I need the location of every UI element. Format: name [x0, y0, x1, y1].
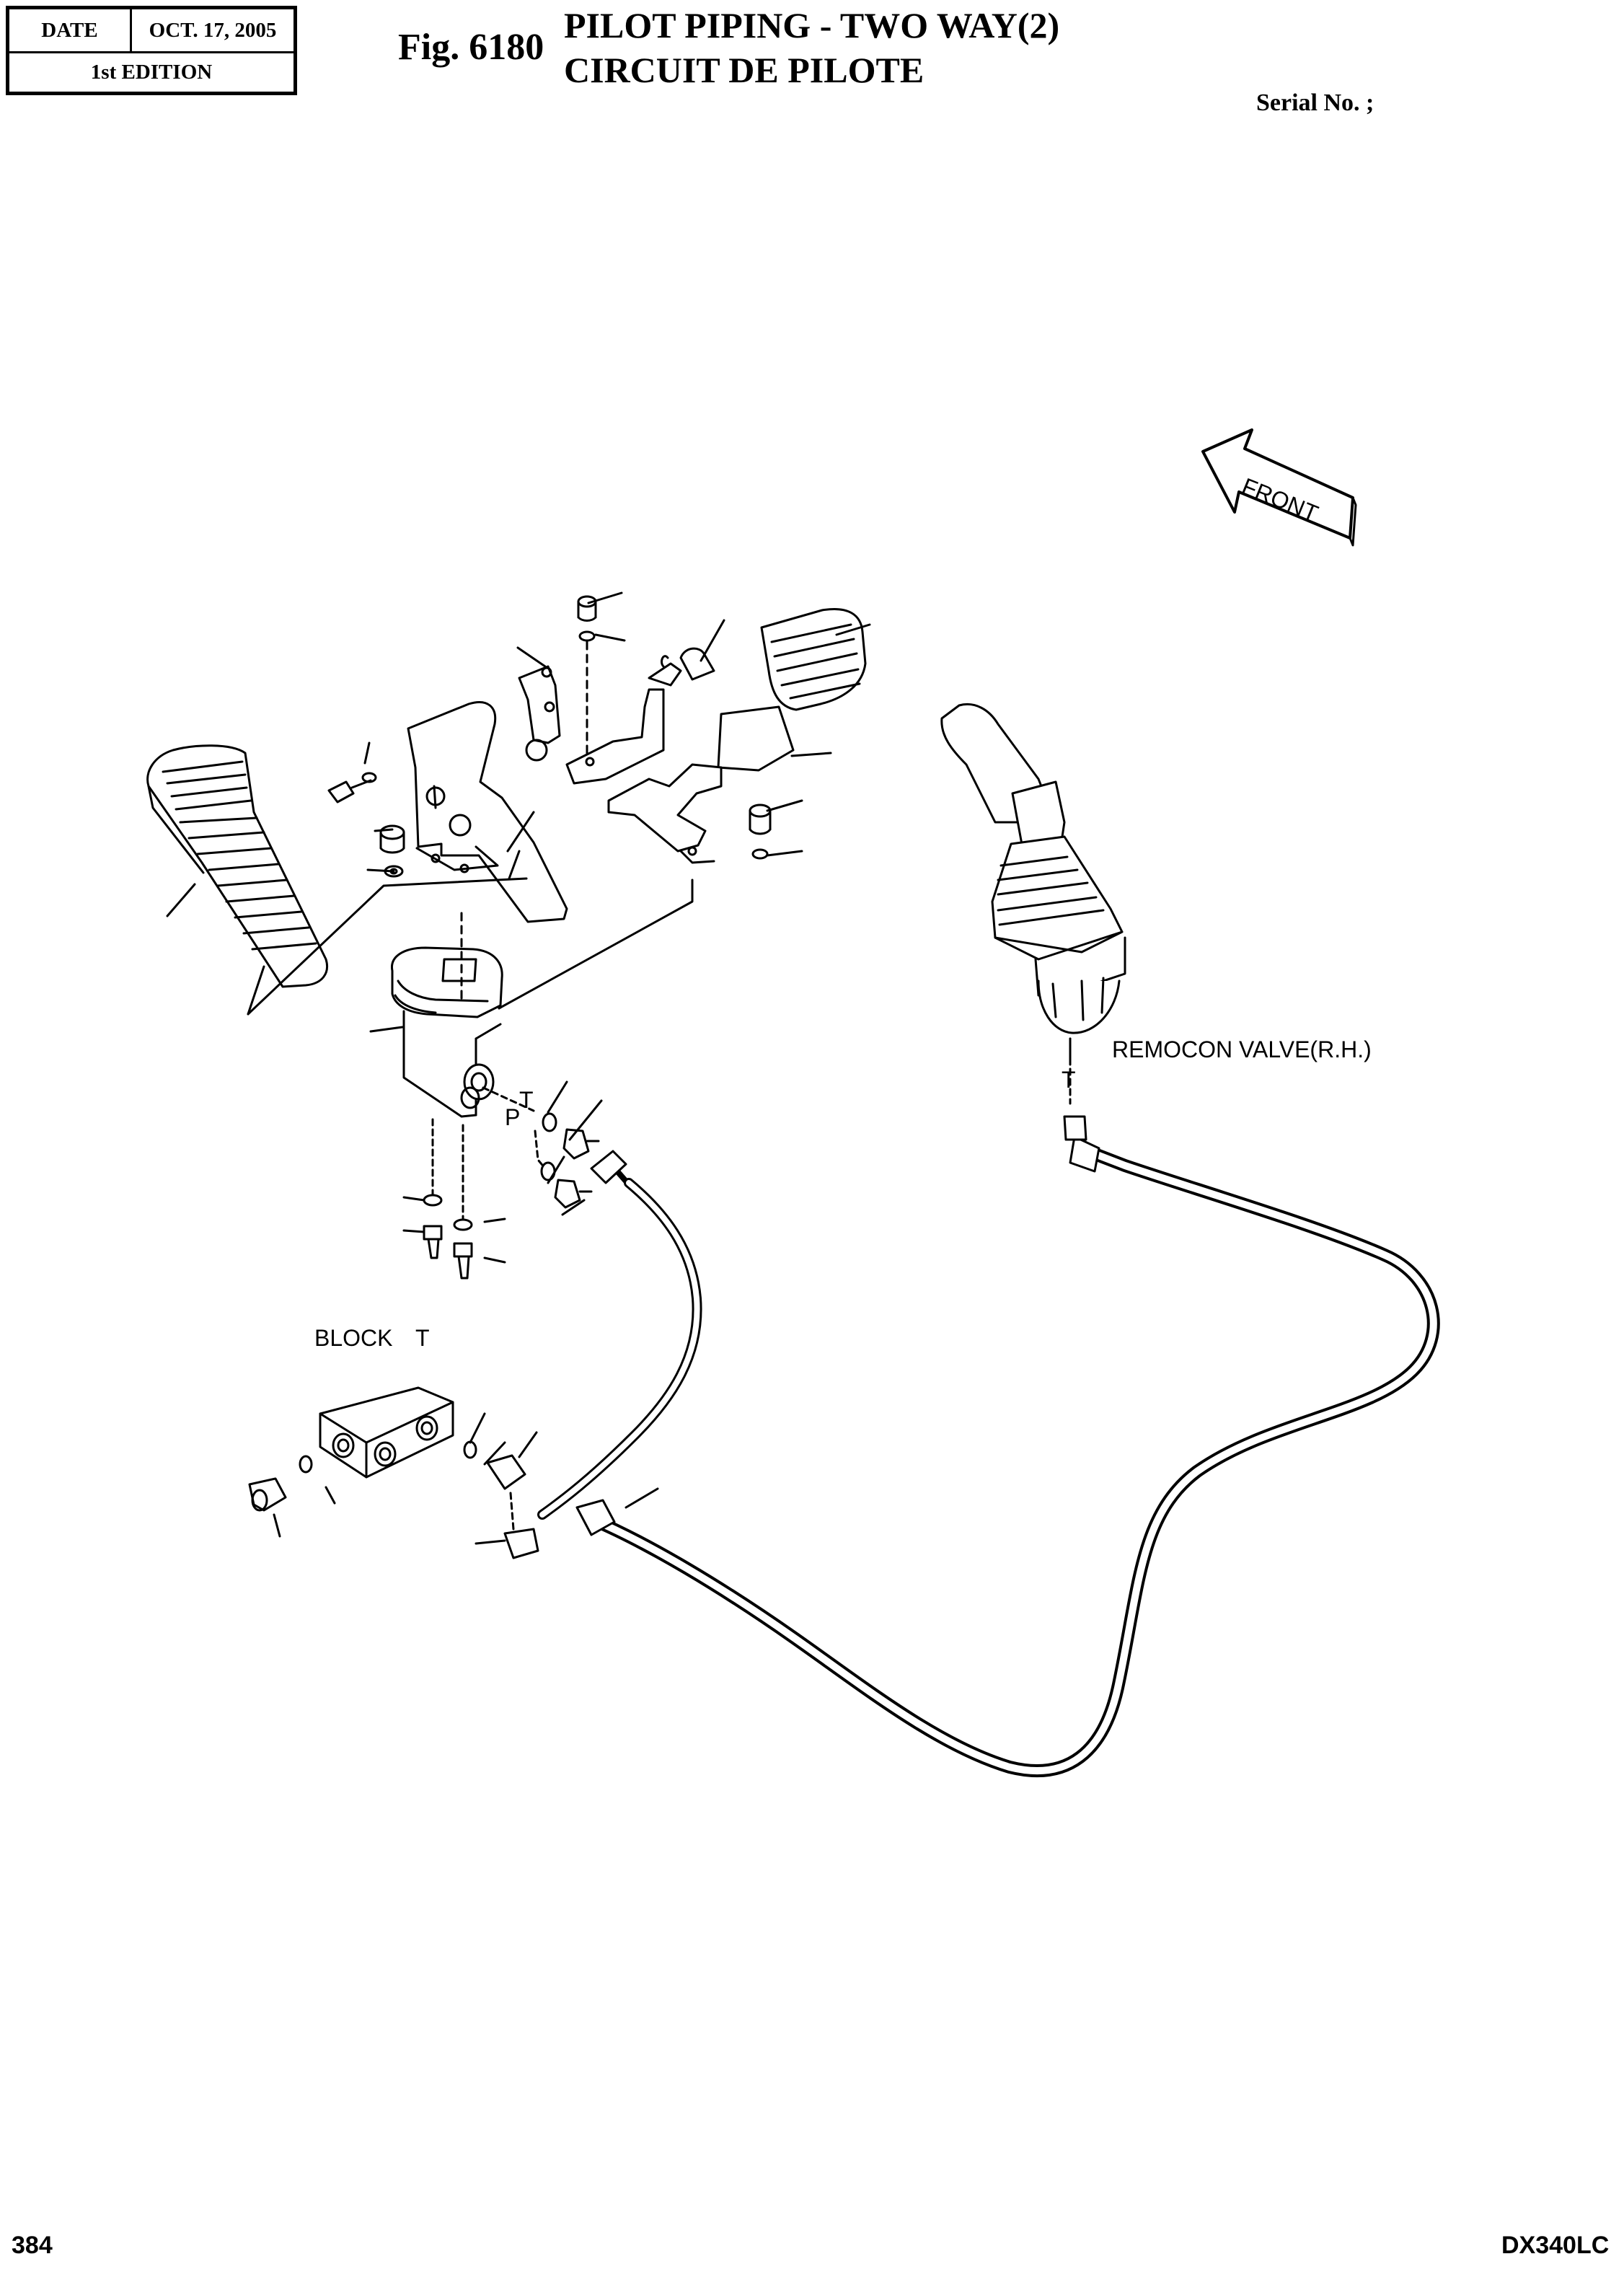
hose-left — [537, 1150, 702, 1520]
joystick — [940, 703, 1126, 1062]
top-bolt — [577, 595, 597, 756]
front-arrow — [1201, 428, 1357, 547]
edition-label: 1st EDITION — [90, 61, 213, 84]
figure-number: Fig. 6180 — [398, 27, 544, 68]
left-bracket — [407, 665, 568, 923]
serial-number: Serial No. ; — [1256, 89, 1374, 116]
valve-port-p: P — [505, 1104, 520, 1130]
right-pedal — [565, 608, 867, 864]
remocon-port-t: T — [1062, 1067, 1076, 1093]
remocon-label: REMOCON VALVE(R.H.) — [1112, 1036, 1372, 1062]
valve-port-t: T — [519, 1087, 534, 1113]
block-port-t: T — [415, 1325, 430, 1351]
left-pedal — [146, 744, 328, 988]
date-value: OCT. 17, 2005 — [132, 9, 294, 53]
page-number: 384 — [12, 2232, 53, 2259]
diagram-labels: FRONT REMOCON VALVE(R.H.) T BLOCK T T P — [314, 473, 1372, 1351]
page-subtitle: CIRCUIT DE PILOTE — [564, 50, 924, 90]
block-label: BLOCK — [314, 1325, 392, 1351]
hose-right — [575, 1037, 1440, 1777]
leader-lines — [166, 591, 871, 1216]
block-t — [248, 1386, 659, 1559]
valve-fittings — [402, 1086, 600, 1280]
page-title: PILOT PIPING - TWO WAY(2) — [564, 5, 1060, 45]
header-box: DATE OCT. 17, 2005 1st EDITION — [6, 6, 297, 95]
date-label: DATE — [9, 9, 132, 53]
model-number: DX340LC — [1501, 2232, 1610, 2259]
left-fasteners — [327, 772, 405, 878]
pilot-valve — [391, 907, 503, 1118]
